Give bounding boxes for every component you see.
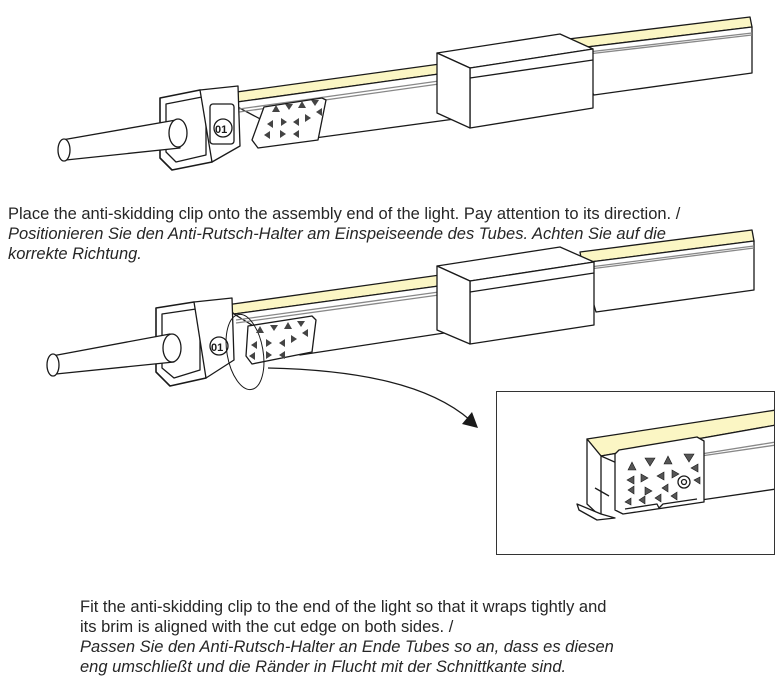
step2-german-line2: eng umschließt und die Ränder in Flucht … — [80, 657, 567, 676]
instruction-step1: Place the anti-skidding clip onto the as… — [8, 204, 784, 264]
illustration-step1: 01 — [57, 16, 753, 171]
step1-german-line1: Positionieren Sie den Anti-Rutsch-Halter… — [8, 224, 666, 243]
step1-english: Place the anti-skidding clip onto the as… — [8, 204, 681, 223]
detail-illustration — [576, 409, 774, 521]
connector-label: 01 — [215, 124, 227, 136]
step2-english-line2: its brim is aligned with the cut edge on… — [80, 617, 454, 636]
illustration-step2: 01 — [46, 229, 755, 428]
instruction-step2: Fit the anti-skidding clip to the end of… — [80, 597, 720, 677]
step1-german-line2: korrekte Richtung. — [8, 244, 142, 263]
step2-german-line1: Passen Sie den Anti-Rutsch-Halter an End… — [80, 637, 614, 656]
step2-english-line1: Fit the anti-skidding clip to the end of… — [80, 597, 607, 616]
arrow-head-icon — [462, 412, 478, 428]
connector-label: 01 — [211, 342, 223, 354]
detail-inset — [496, 391, 775, 555]
